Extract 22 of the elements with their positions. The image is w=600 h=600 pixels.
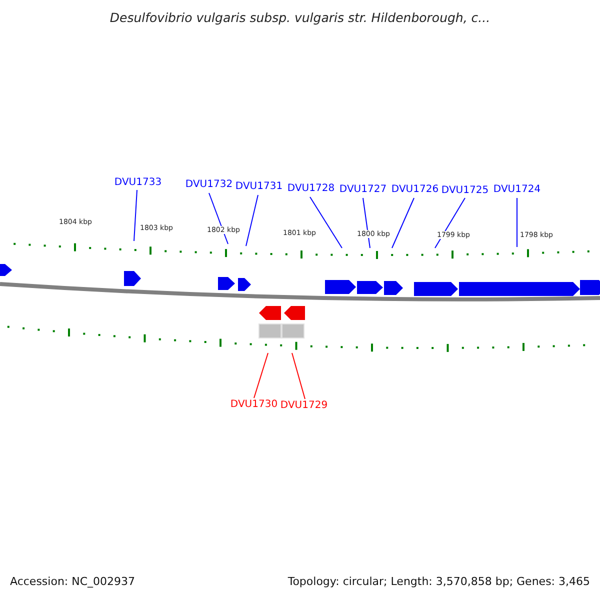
gene-label: DVU1724 [493,184,541,195]
footer-text: Topology: circular; Length: 3,570,858 bp; Genes: 3,465 [288,575,590,588]
leader-line [208,192,228,244]
gene-label: DVU1726 [391,184,439,195]
leader-line [434,198,466,248]
leader-line [292,352,306,400]
title: Desulfovibrio vulgaris subsp. vulgaris str. Hildenborough, c... [110,10,490,25]
leader-line [310,196,342,248]
leader-line [246,194,258,246]
gene-label: DVU1727 [339,184,387,195]
gene-label: DVU1732 [185,179,233,190]
gene-label: DVU1731 [235,181,283,192]
footer-text: Accession: NC_002937 [10,575,136,588]
leader-line [254,352,268,398]
leader-line [392,198,414,248]
leader-line [134,190,138,242]
gene-label: DVU1729 [280,400,328,411]
leader-line [516,198,518,248]
gene-label: DVU1730 [230,399,278,410]
gene-label: DVU1733 [114,177,162,188]
gene-label: DVU1725 [441,185,489,196]
gene-label: DVU1728 [287,183,335,194]
